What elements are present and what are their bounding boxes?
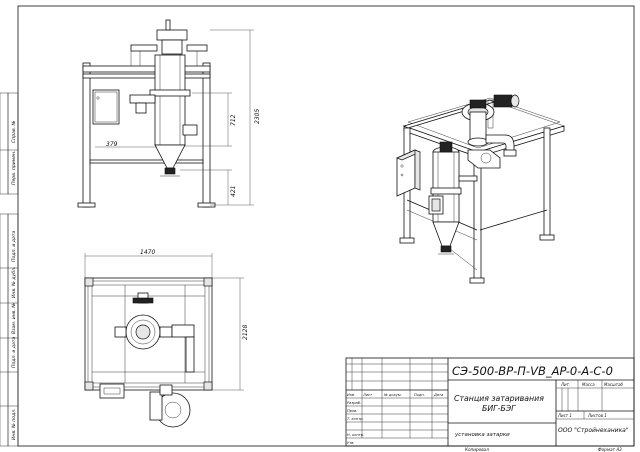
stamp-podp-data-1: Подп. и дата <box>11 337 17 368</box>
col-doc: № докум. <box>383 393 402 397</box>
title-block: Изм Лист № докум. Подп. Дата Разраб. Про… <box>345 357 635 452</box>
sheet-label: Лист 1 <box>557 413 572 418</box>
dim-379: 379 <box>106 141 118 148</box>
left-stamp-column: Перв. примен. Справ. № Подп. и дата Инв.… <box>0 92 19 447</box>
product-name-line2: БИГ-БЭГ <box>482 404 516 413</box>
dim-712: 712 <box>230 114 237 126</box>
sheets-label: Листов 1 <box>587 413 607 418</box>
company-name: ООО "Стройнеханика" <box>558 427 629 434</box>
stamp-vzam-inv: Взам. инв. № <box>11 303 17 334</box>
stamp-podp-data-2: Подп. и дата <box>11 231 17 262</box>
designation: СЭ-500-ВР-П-VB_AP-0-A-C-0 <box>452 364 613 378</box>
row-nkontr: Н. контр. <box>347 433 364 437</box>
row-prov: Пров. <box>347 409 357 413</box>
drawing-subtitle: установка затарки <box>454 432 510 438</box>
product-name-line1: Станция затаривания <box>454 394 544 403</box>
col-date: Дата <box>433 393 443 397</box>
stamp-sprav: Справ. № <box>11 120 17 143</box>
col-list: Лист <box>362 393 373 397</box>
masshtab-label: Масштаб <box>604 382 624 387</box>
row-razrab: Разраб. <box>347 401 361 405</box>
front-view-dimensions: 2305 712 421 379 <box>95 29 261 206</box>
stamp-inv-dubl: Инв. № дубл. <box>11 267 17 298</box>
dim-421: 421 <box>230 186 237 197</box>
massa-label: Масса <box>582 382 595 387</box>
dim-2128: 2128 <box>242 325 249 340</box>
row-tkontr: Т. контр. <box>347 417 364 421</box>
format-label: Формат А3 <box>598 447 622 452</box>
dim-2305: 2305 <box>254 109 261 124</box>
row-utv: Утв. <box>347 441 355 445</box>
col-izm: Изм <box>347 393 355 397</box>
stamp-inv-podl: Инв. № подл. <box>11 408 17 440</box>
lit-label: Лит. <box>560 382 570 387</box>
isometric-view <box>396 94 565 284</box>
top-view: 1470 2128 <box>84 249 249 428</box>
col-sign: Подп. <box>414 393 425 397</box>
front-view <box>77 19 216 208</box>
stamp-perv-primen: Перв. примен. <box>11 151 17 186</box>
kopiroval-label: Копировал <box>465 447 489 452</box>
dim-1470: 1470 <box>140 249 155 256</box>
